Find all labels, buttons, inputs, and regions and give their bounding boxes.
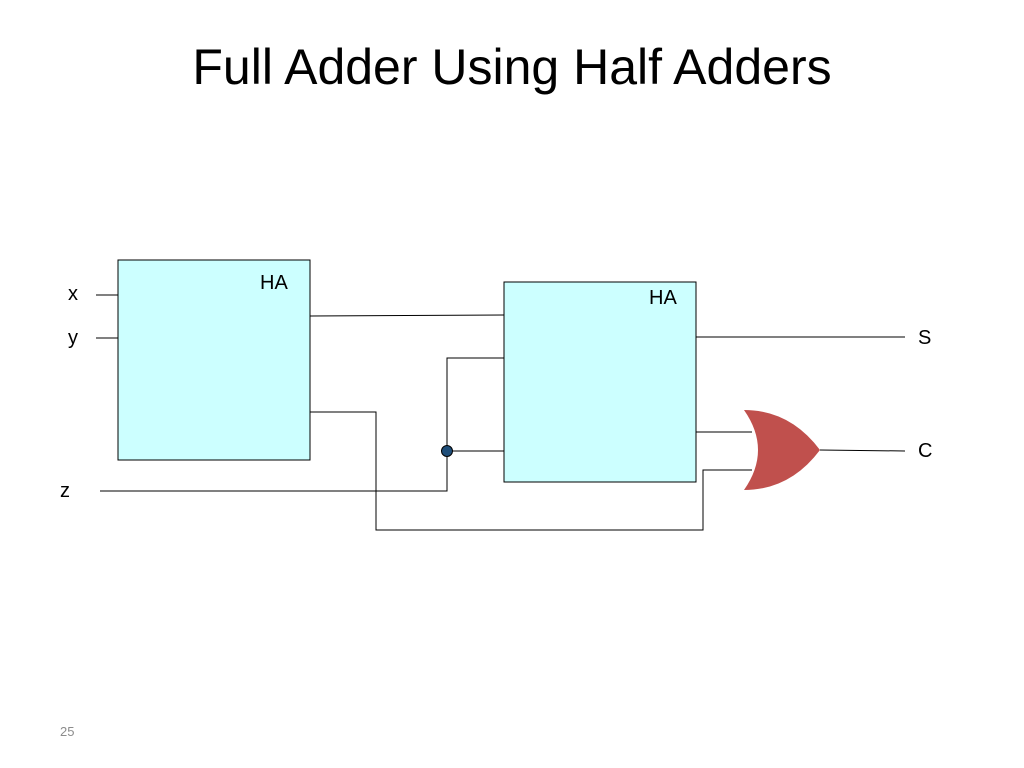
input-x-label: x: [68, 283, 78, 305]
wire-ha1-carry: [310, 411, 752, 531]
wire-ha1-sum: [309, 314, 505, 317]
wire-carry-output: [819, 449, 906, 452]
or-gate-icon: [744, 410, 820, 490]
half-adder-1: [117, 259, 311, 461]
wire-z-input: [100, 357, 504, 492]
junction-dot: [441, 445, 453, 457]
output-s-label: S: [918, 327, 931, 349]
half-adder-2-label: HA: [649, 287, 677, 309]
output-c-label: C: [918, 440, 932, 462]
input-z-label: z: [60, 480, 70, 502]
half-adder-2: [503, 281, 697, 483]
slide-title: Full Adder Using Half Adders: [192, 39, 832, 95]
input-y-label: y: [68, 327, 78, 349]
page-number: 25: [60, 724, 75, 739]
half-adder-1-label: HA: [260, 272, 288, 294]
